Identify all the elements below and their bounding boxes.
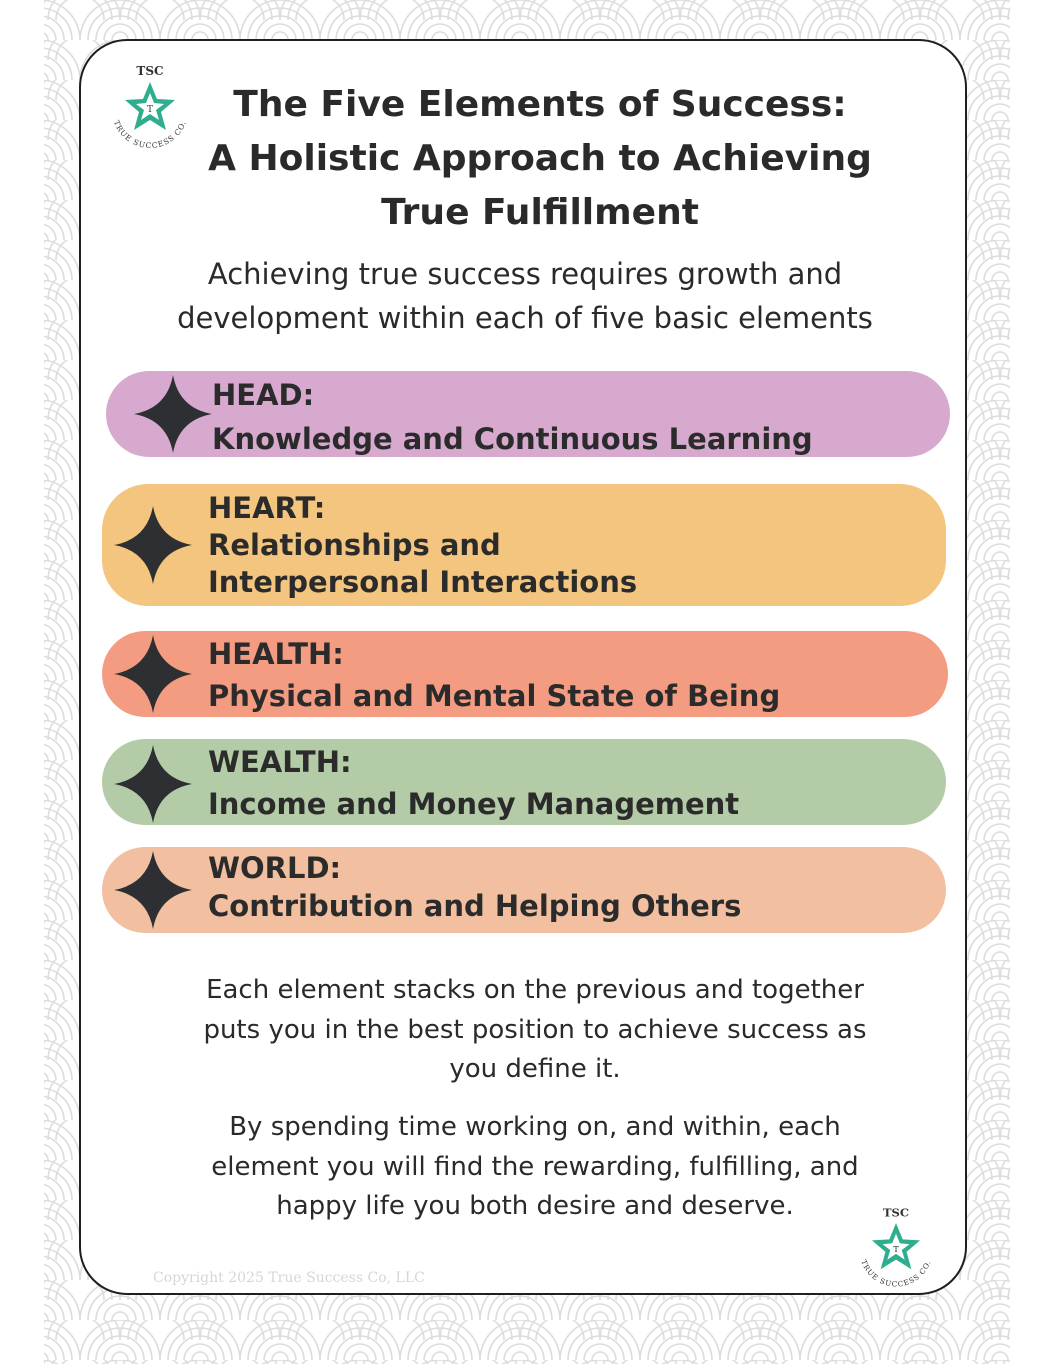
element-label: HEALTH:: [208, 637, 344, 671]
paragraph-rewarding: By spending time working on, and within,…: [211, 1112, 859, 1221]
svg-text:TSC: TSC: [136, 64, 163, 78]
sparkle-star-icon: [114, 635, 192, 713]
svg-text:TRUE SUCCESS CO.: TRUE SUCCESS CO.: [112, 119, 188, 150]
tsc-logo-icon: TSC T TRUE SUCCESS CO.: [112, 64, 188, 150]
element-label: HEAD:: [212, 378, 315, 412]
copyright-text: Copyright 2025 True Success Co, LLC: [153, 1270, 425, 1286]
sparkle-star-icon: [114, 851, 192, 929]
sparkle-star-icon: [134, 375, 212, 453]
svg-text:TRUE SUCCESS CO.: TRUE SUCCESS CO.: [859, 1259, 932, 1289]
element-world: WORLD: Contribution and Helping Others: [102, 847, 946, 933]
element-description: Knowledge and Continuous Learning: [212, 422, 813, 456]
element-description-line2: Interpersonal Interactions: [208, 565, 638, 599]
page-title: The Five Elements of Success: A Holistic…: [208, 84, 872, 233]
element-description: Relationships and: [208, 528, 501, 562]
element-head: HEAD: Knowledge and Continuous Learning: [106, 371, 950, 457]
element-label: WEALTH:: [208, 745, 352, 779]
svg-text:T: T: [147, 105, 153, 115]
tsc-logo-icon: TSC T TRUE SUCCESS CO.: [859, 1205, 932, 1289]
element-label: WORLD:: [208, 851, 342, 885]
element-description: Income and Money Management: [208, 787, 740, 821]
sparkle-star-icon: [114, 506, 192, 584]
element-description: Contribution and Helping Others: [208, 889, 742, 923]
paragraph-stacking: Each element stacks on the previous and …: [203, 975, 867, 1084]
sparkle-star-icon: [114, 745, 192, 823]
svg-text:TSC: TSC: [883, 1205, 909, 1219]
element-wealth: WEALTH: Income and Money Management: [102, 739, 946, 825]
element-label: HEART:: [208, 491, 326, 525]
element-heart: HEART: Relationships and Interpersonal I…: [102, 484, 946, 606]
element-health: HEALTH: Physical and Mental State of Bei…: [102, 631, 948, 717]
page-subtitle: Achieving true success requires growth a…: [177, 257, 873, 335]
element-description: Physical and Mental State of Being: [208, 679, 781, 713]
svg-text:T: T: [893, 1245, 899, 1255]
